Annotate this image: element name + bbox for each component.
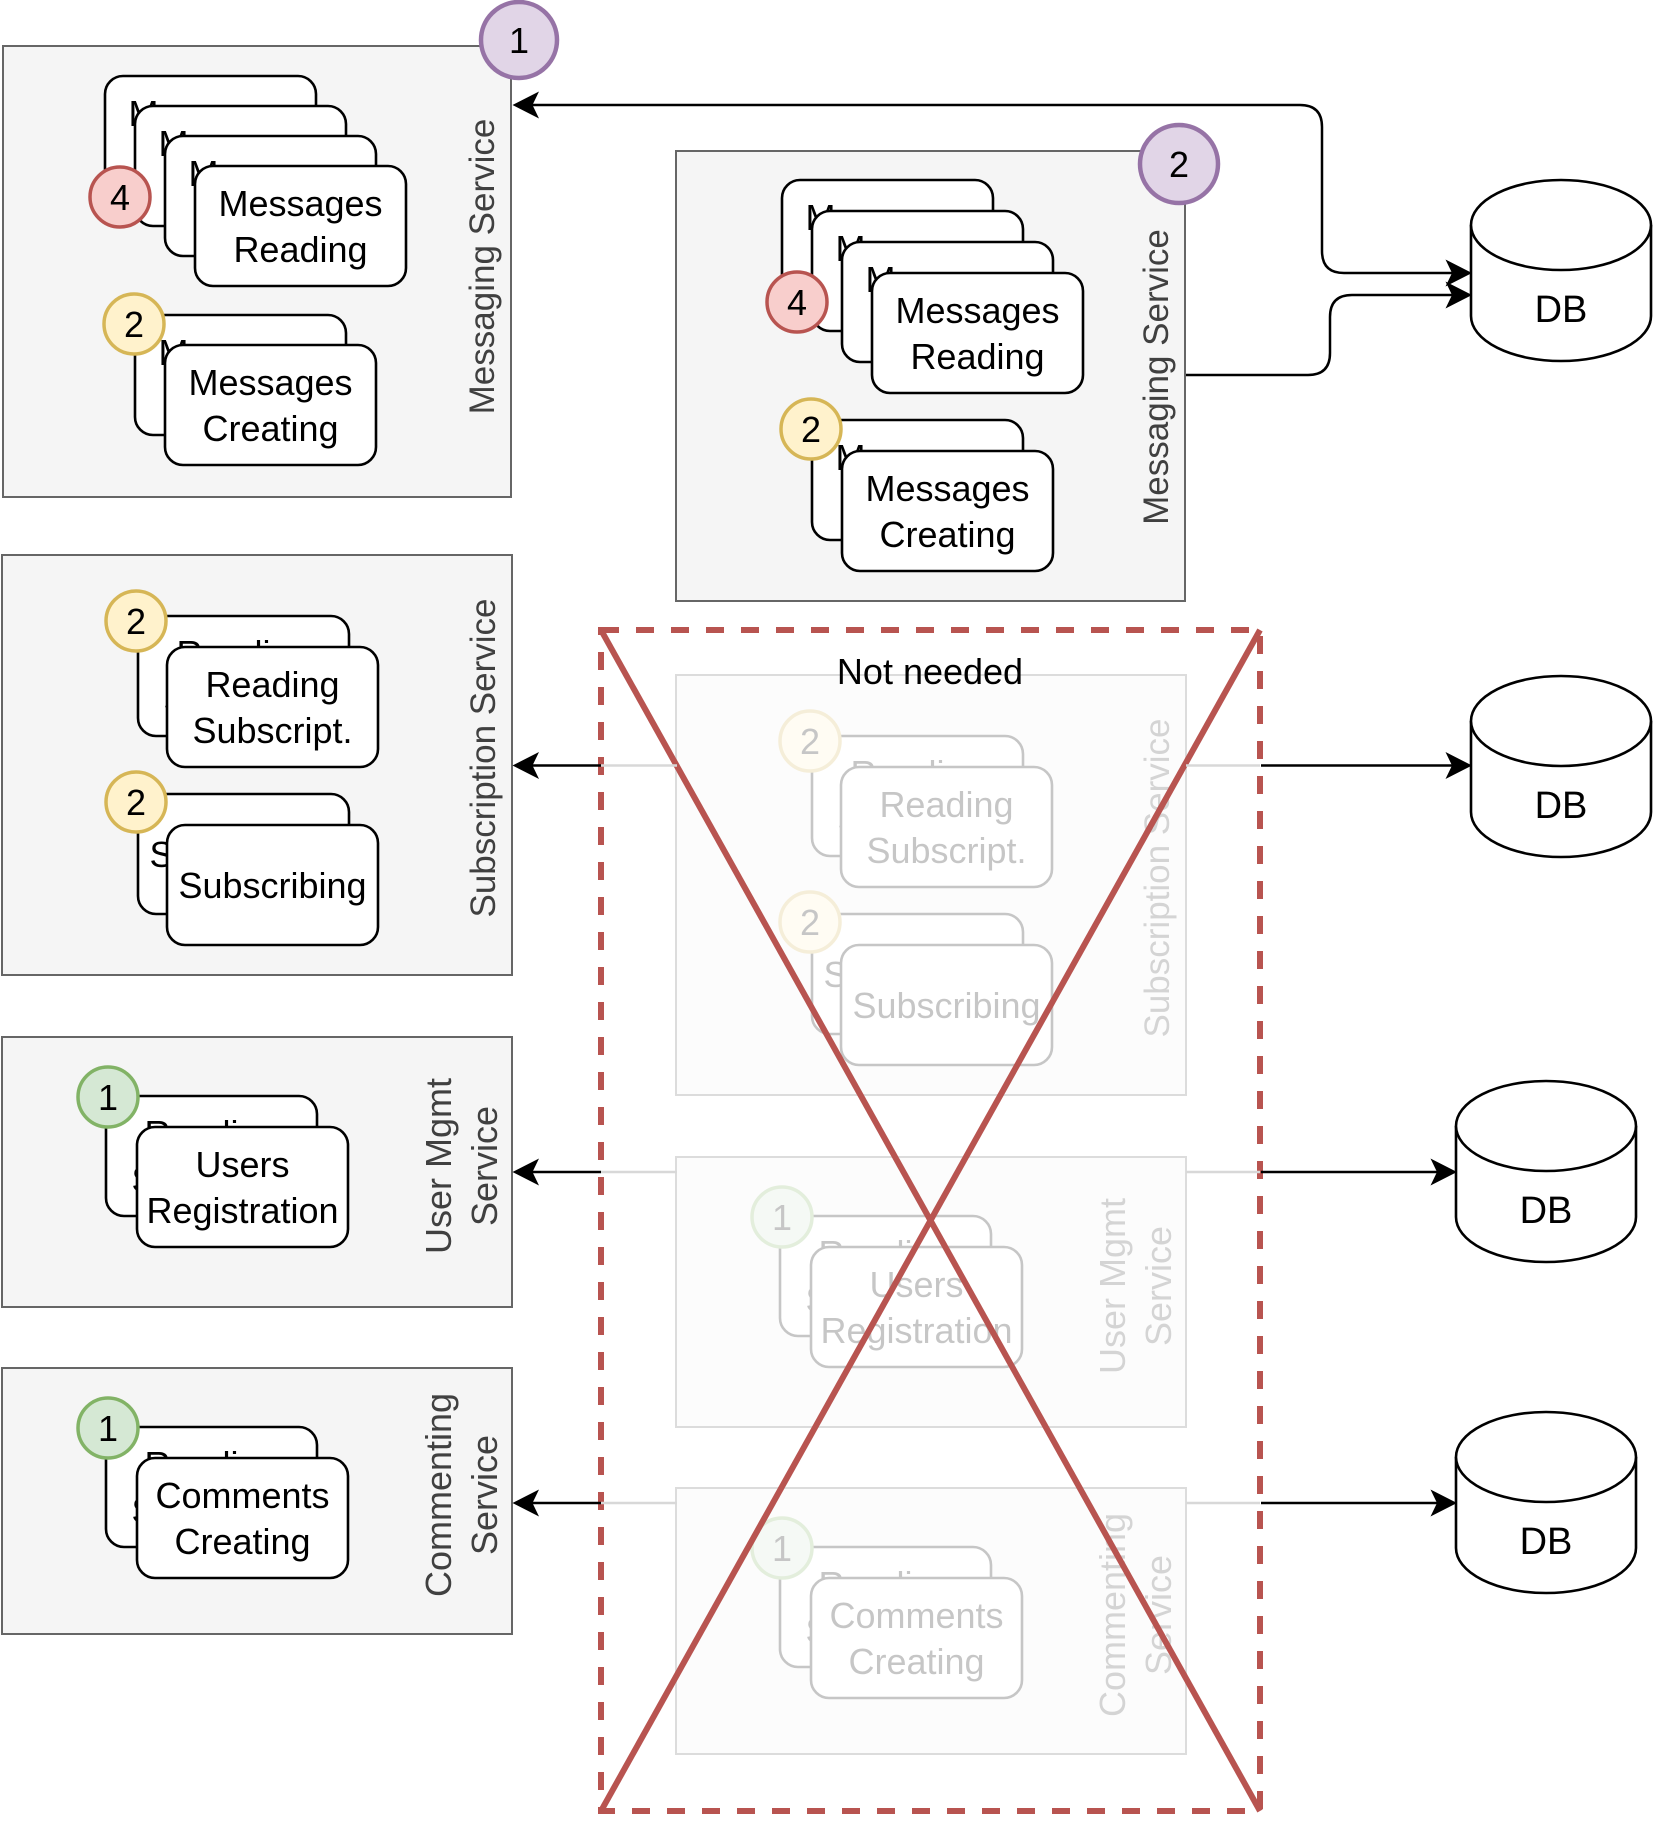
svg-text:Comments: Comments [829, 1595, 1003, 1636]
svg-text:Messages: Messages [865, 468, 1029, 509]
svg-text:Creating: Creating [848, 1641, 984, 1682]
svg-text:Creating: Creating [174, 1521, 310, 1562]
svg-text:Not needed: Not needed [837, 651, 1023, 692]
svg-text:Subscription Service: Subscription Service [1138, 718, 1177, 1037]
svg-text:DB: DB [1535, 289, 1588, 331]
svg-text:Commenting: Commenting [418, 1393, 459, 1597]
svg-text:2: 2 [126, 782, 146, 823]
svg-text:2: 2 [126, 601, 146, 642]
svg-text:DB: DB [1520, 1521, 1573, 1563]
svg-text:Subscribing: Subscribing [852, 985, 1040, 1026]
svg-text:Reading: Reading [818, 1233, 952, 1274]
svg-text:Subscribing: Subscribing [823, 954, 1011, 995]
svg-text:DB: DB [1535, 785, 1588, 827]
svg-text:Subscription Service: Subscription Service [464, 598, 503, 917]
svg-text:Reading: Reading [910, 336, 1044, 377]
svg-text:Subscript.: Subscript. [192, 710, 352, 751]
svg-text:Messaging Service: Messaging Service [463, 119, 502, 415]
svg-text:Subscript.: Subscript. [837, 799, 997, 840]
svg-text:Messages: Messages [218, 183, 382, 224]
svg-text:Comments: Comments [155, 1475, 329, 1516]
svg-text:Subscript.: Subscript. [805, 1610, 965, 1651]
svg-text:Messaging Service: Messaging Service [1137, 229, 1176, 525]
svg-text:Service: Service [464, 1435, 505, 1555]
svg-text:DB: DB [1520, 1190, 1573, 1232]
svg-text:Service: Service [1138, 1226, 1179, 1346]
svg-text:2: 2 [800, 902, 820, 943]
svg-text:User Mgmt: User Mgmt [418, 1078, 459, 1254]
svg-text:1: 1 [772, 1528, 792, 1569]
svg-text:2: 2 [801, 409, 821, 450]
svg-text:4: 4 [110, 177, 130, 218]
svg-text:Reading: Reading [850, 753, 984, 794]
svg-text:Messages: Messages [895, 290, 1059, 331]
svg-text:Creating: Creating [879, 514, 1015, 555]
svg-text:4: 4 [787, 282, 807, 323]
svg-text:Reading: Reading [205, 664, 339, 705]
svg-text:Service: Service [464, 1106, 505, 1226]
svg-text:2: 2 [800, 721, 820, 762]
svg-text:Reading: Reading [233, 229, 367, 270]
svg-text:Registration: Registration [820, 1310, 1012, 1351]
svg-text:Users: Users [195, 1144, 289, 1185]
svg-text:Creating: Creating [202, 408, 338, 449]
svg-text:User Mgmt: User Mgmt [1092, 1198, 1133, 1374]
svg-text:Subscript.: Subscript. [866, 830, 1026, 871]
svg-text:1: 1 [98, 1077, 118, 1118]
svg-text:1: 1 [772, 1197, 792, 1238]
svg-text:Registration: Registration [146, 1190, 338, 1231]
svg-text:Reading: Reading [879, 784, 1013, 825]
svg-text:2: 2 [1169, 144, 1189, 185]
svg-text:Reading: Reading [818, 1564, 952, 1605]
svg-text:Subscribing: Subscribing [178, 865, 366, 906]
svg-text:Messages: Messages [188, 362, 352, 403]
svg-text:1: 1 [509, 20, 529, 61]
svg-text:2: 2 [124, 304, 144, 345]
svg-text:1: 1 [98, 1408, 118, 1449]
